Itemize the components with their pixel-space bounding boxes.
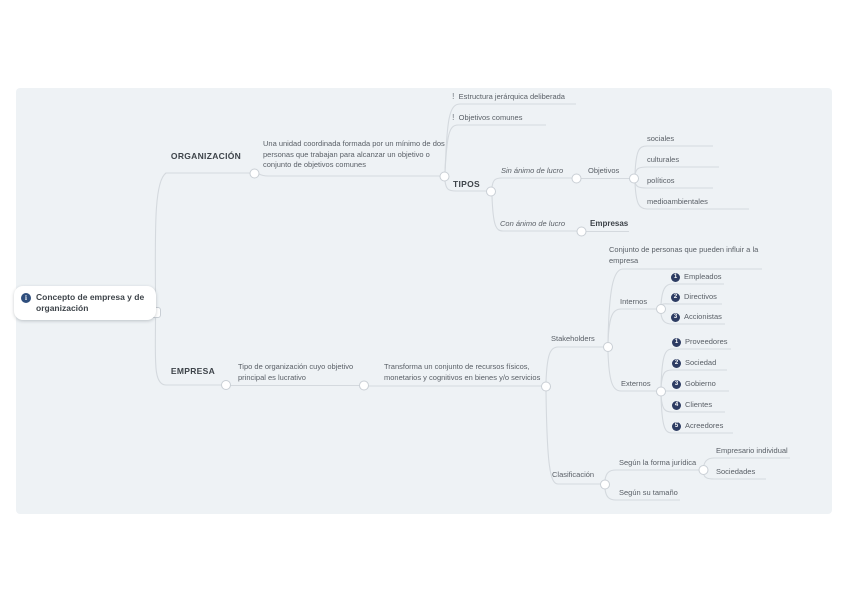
node-empresa[interactable]: EMPRESA [170,366,216,376]
node-interno-directivos[interactable]: 2 Directivos [671,292,717,303]
node-empresa-definition[interactable]: Tipo de organización cuyo objetivo princ… [238,362,354,382]
node-objetivo-sociales[interactable]: sociales [647,134,675,143]
node-externo-gobierno[interactable]: 3 Gobierno [672,379,716,390]
node-objetivo-medioambientales[interactable]: medioambientales [647,197,708,206]
node-interno-empleados[interactable]: 1 Empleados [671,272,722,283]
item-label: Acreedores [685,421,724,430]
priority-icon: ! [452,92,455,101]
node-stakeholders[interactable]: Stakeholders [551,334,595,343]
node-externos[interactable]: Externos [621,379,651,388]
number-badge: 2 [672,358,681,368]
node-empresario-individual[interactable]: Empresario individual [716,446,788,455]
feature-label: Estructura jerárquica deliberada [458,92,565,101]
item-label: Proveedores [685,337,728,346]
node-organizacion[interactable]: ORGANIZACIÓN [170,151,242,161]
node-feature-objetivos-comunes[interactable]: ! Objetivos comunes [452,113,522,124]
priority-icon: ! [452,113,455,122]
node-objetivo-culturales[interactable]: culturales [647,155,680,164]
item-label: Accionistas [684,312,722,321]
node-clasificacion[interactable]: Clasificación [552,470,595,479]
item-label: Empleados [684,272,722,281]
feature-label: Objetivos comunes [458,113,523,122]
number-badge: 3 [671,312,680,322]
item-label: Sociedad [685,358,717,367]
node-con-animo-de-lucro[interactable]: Con ánimo de lucro [500,219,566,228]
node-feature-estructura[interactable]: ! Estructura jerárquica deliberada [452,92,565,103]
node-externo-acreedores[interactable]: 5 Acreedores [672,421,723,432]
node-interno-accionistas[interactable]: 3 Accionistas [671,312,722,323]
node-segun-su-tamano[interactable]: Según su tamaño [619,488,678,497]
number-badge: 3 [672,379,681,389]
number-badge: 1 [672,337,681,347]
node-internos[interactable]: Internos [620,297,648,306]
node-externo-proveedores[interactable]: 1 Proveedores [672,337,728,348]
node-empresas[interactable]: Empresas [590,219,629,228]
node-stakeholders-definition[interactable]: Conjunto de personas que pueden influir … [609,245,759,265]
node-objetivo-politicos[interactable]: políticos [647,176,675,185]
node-segun-forma-juridica[interactable]: Según la forma jurídica [619,458,697,467]
number-badge: 1 [671,272,680,282]
node-objetivos[interactable]: Objetivos [588,166,620,175]
number-badge: 5 [672,421,681,431]
item-label: Clientes [685,400,713,409]
node-sociedades[interactable]: Sociedades [716,467,756,476]
node-externo-sociedad[interactable]: 2 Sociedad [672,358,716,369]
root-label: Concepto de empresa y de organización [36,292,145,313]
node-empresa-transforma[interactable]: Transforma un conjunto de recursos físic… [384,362,541,382]
item-label: Gobierno [685,379,716,388]
item-label: Directivos [684,292,717,301]
node-sin-animo-de-lucro[interactable]: Sin ánimo de lucro [501,166,564,175]
node-tipos[interactable]: TIPOS [453,179,481,189]
info-icon: i [21,293,31,303]
number-badge: 4 [672,400,681,410]
number-badge: 2 [671,292,680,302]
node-externo-clientes[interactable]: 4 Clientes [672,400,712,411]
node-organizacion-definition[interactable]: Una unidad coordinada formada por un mín… [263,139,445,169]
root-node[interactable]: i Concepto de empresa y de organización [14,286,156,320]
